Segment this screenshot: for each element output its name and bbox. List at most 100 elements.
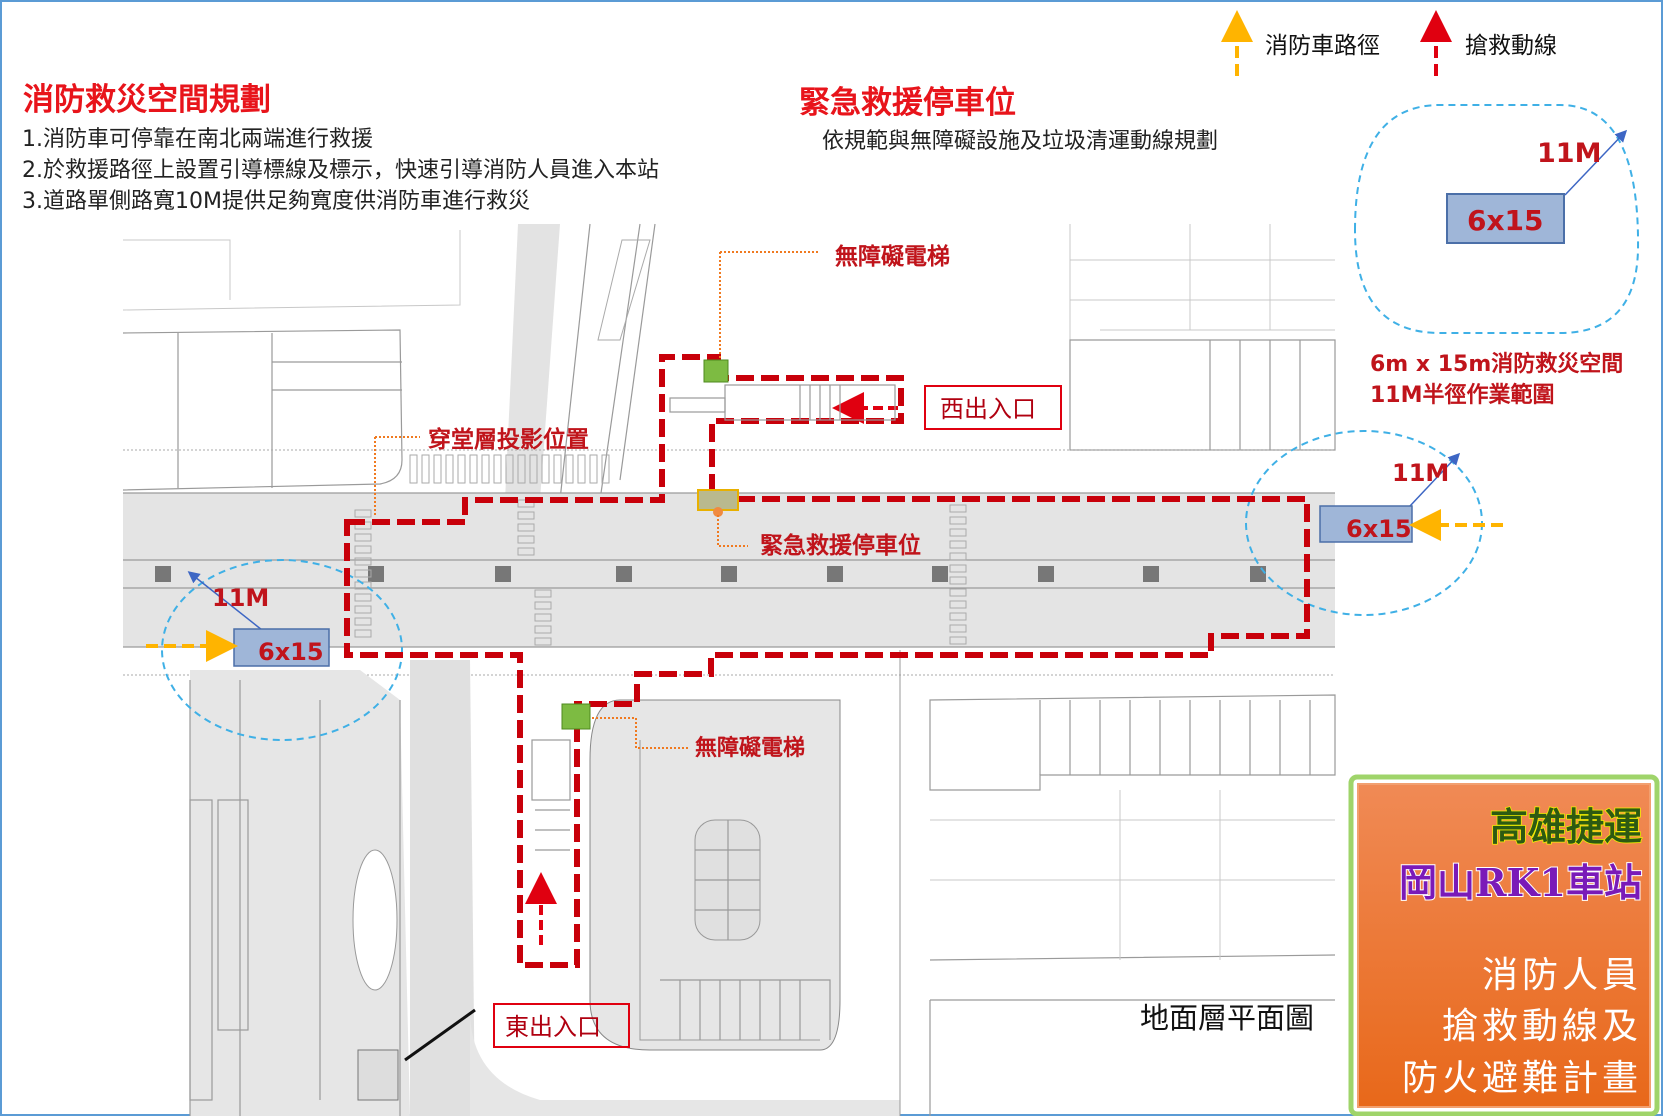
crosswalk-stripe (354, 533, 372, 542)
crosswalk-stripe (553, 454, 562, 484)
crosswalk-stripe (354, 617, 372, 626)
north-stairs (597, 239, 651, 341)
crosswalk-stripe (354, 557, 372, 566)
elevator-north-label: 無障礙電梯 (835, 243, 950, 270)
example-caption-2: 11M半徑作業範圍 (1370, 382, 1555, 408)
ne-building (1069, 339, 1336, 451)
crosswalk-stripe (949, 552, 967, 561)
planning-item-1: 1.消防車可停靠在南北兩端進行救援 (22, 127, 373, 152)
crosswalk-stripe (354, 629, 372, 638)
title-line-2: 岡山RK1車站 (1399, 860, 1642, 905)
concourse-leader (374, 436, 420, 515)
elevator-south-icon (561, 703, 591, 730)
crosswalk-stripe (517, 547, 535, 556)
example-radius-circle (1353, 104, 1640, 334)
west-exit-box (924, 385, 1062, 430)
crosswalk-stripe (534, 601, 552, 610)
north-road (505, 224, 560, 500)
example-fire-truck-space (1446, 193, 1565, 244)
median-pillar (1250, 566, 1266, 582)
crosswalk-stripe (949, 540, 967, 549)
south-east-building (929, 694, 1336, 791)
black-line (404, 1008, 476, 1062)
crosswalk-stripe (409, 454, 418, 484)
crosswalk-stripe (949, 636, 967, 645)
west-exit-label: 西出入口 (940, 395, 1036, 423)
median-pillar (932, 566, 948, 582)
legend-fire-truck-route: 消防車路徑 (1265, 33, 1380, 59)
planter (352, 849, 398, 991)
crosswalk-stripe (534, 613, 552, 622)
parking-subtitle: 依規範與無障礙設施及垃圾清運動線規劃 (822, 129, 1218, 154)
crosswalk-stripe (421, 454, 430, 484)
crosswalk-stripe (517, 511, 535, 520)
east-exit-box (493, 1003, 630, 1048)
crosswalk-stripe (354, 509, 372, 518)
crosswalk-stripe (949, 516, 967, 525)
elevator-north-leader (719, 251, 820, 358)
right-box-label: 6x15 (1346, 515, 1412, 543)
crosswalk-stripe (534, 589, 552, 598)
hatched-area (357, 1049, 399, 1101)
median-pillar (495, 566, 511, 582)
crosswalk-stripe (354, 593, 372, 602)
crosswalk-stripe (354, 569, 372, 578)
planning-item-2: 2.於救援路徑上設置引導標線及標示，快速引導消防人員進入本站 (22, 158, 659, 183)
crosswalk-stripe (505, 454, 514, 484)
left-fire-truck-space (233, 628, 330, 667)
planning-item-3: 3.道路單側路寬10M提供足夠寬度供消防車進行救災 (22, 189, 530, 214)
east-exit-label: 東出入口 (505, 1013, 601, 1041)
median-pillar (616, 566, 632, 582)
crosswalk-stripe (601, 454, 610, 484)
elevator-north-icon (703, 359, 729, 383)
example-caption-1: 6m x 15m消防救災空間 (1370, 351, 1623, 377)
crosswalk-stripe (949, 576, 967, 585)
south-west-plaza (190, 670, 410, 1116)
crosswalk-stripe (493, 454, 502, 484)
left-radius-label: 11M (212, 584, 269, 612)
parking-title: 緊急救援停車位 (799, 85, 1016, 121)
crosswalk-stripe (354, 581, 372, 590)
emergency-parking-dot (713, 507, 723, 517)
crosswalk-stripe (354, 545, 372, 554)
example-radius-label: 11M (1537, 138, 1601, 169)
east-exit-structure (531, 739, 571, 851)
crosswalk-stripe (529, 454, 538, 484)
west-exit-structure (669, 384, 896, 421)
median-pillar (827, 566, 843, 582)
crosswalk-stripe (534, 637, 552, 646)
example-box-label: 6x15 (1467, 204, 1544, 237)
crosswalk-stripe (534, 625, 552, 634)
crosswalk-stripe (517, 454, 526, 484)
parking-stalls-west (189, 799, 249, 1101)
crosswalk-stripe (433, 454, 442, 484)
left-box-label: 6x15 (258, 638, 324, 666)
rescue-route-outline (344, 354, 1310, 968)
left-radius-circle (161, 559, 403, 741)
legend-rescue-route: 搶救動線 (1465, 33, 1557, 59)
crosswalk-stripe (469, 454, 478, 484)
planning-title: 消防救災空間規劃 (23, 82, 271, 118)
median-pillar (721, 566, 737, 582)
elevator-south-label: 無障礙電梯 (695, 735, 805, 761)
crosswalk-stripe (481, 454, 490, 484)
median-pillar (1038, 566, 1054, 582)
plan-title: 地面層平面圖 (1140, 1001, 1314, 1035)
crosswalk-stripe (457, 454, 466, 484)
crosswalk-stripe (517, 535, 535, 544)
crosswalk-stripe (949, 504, 967, 513)
title-line-5: 防火避難計畫 (1402, 1058, 1642, 1099)
crosswalk-stripe (949, 624, 967, 633)
crosswalk-stripe (949, 612, 967, 621)
crosswalk-stripe (589, 454, 598, 484)
north-west-block (122, 329, 403, 491)
crosswalk-stripe (949, 600, 967, 609)
right-radius-label: 11M (1392, 459, 1449, 487)
title-line-4: 搶救動線及 (1442, 1006, 1642, 1047)
legend: 消防車路徑 搶救動線 (1221, 10, 1557, 76)
example-diagram: 11M 6x15 6m x 15m消防救災空間 11M半徑作業範圍 (1353, 104, 1640, 408)
median-pillar (1143, 566, 1159, 582)
crosswalk-stripe (541, 454, 550, 484)
crosswalk-stripe (949, 564, 967, 573)
